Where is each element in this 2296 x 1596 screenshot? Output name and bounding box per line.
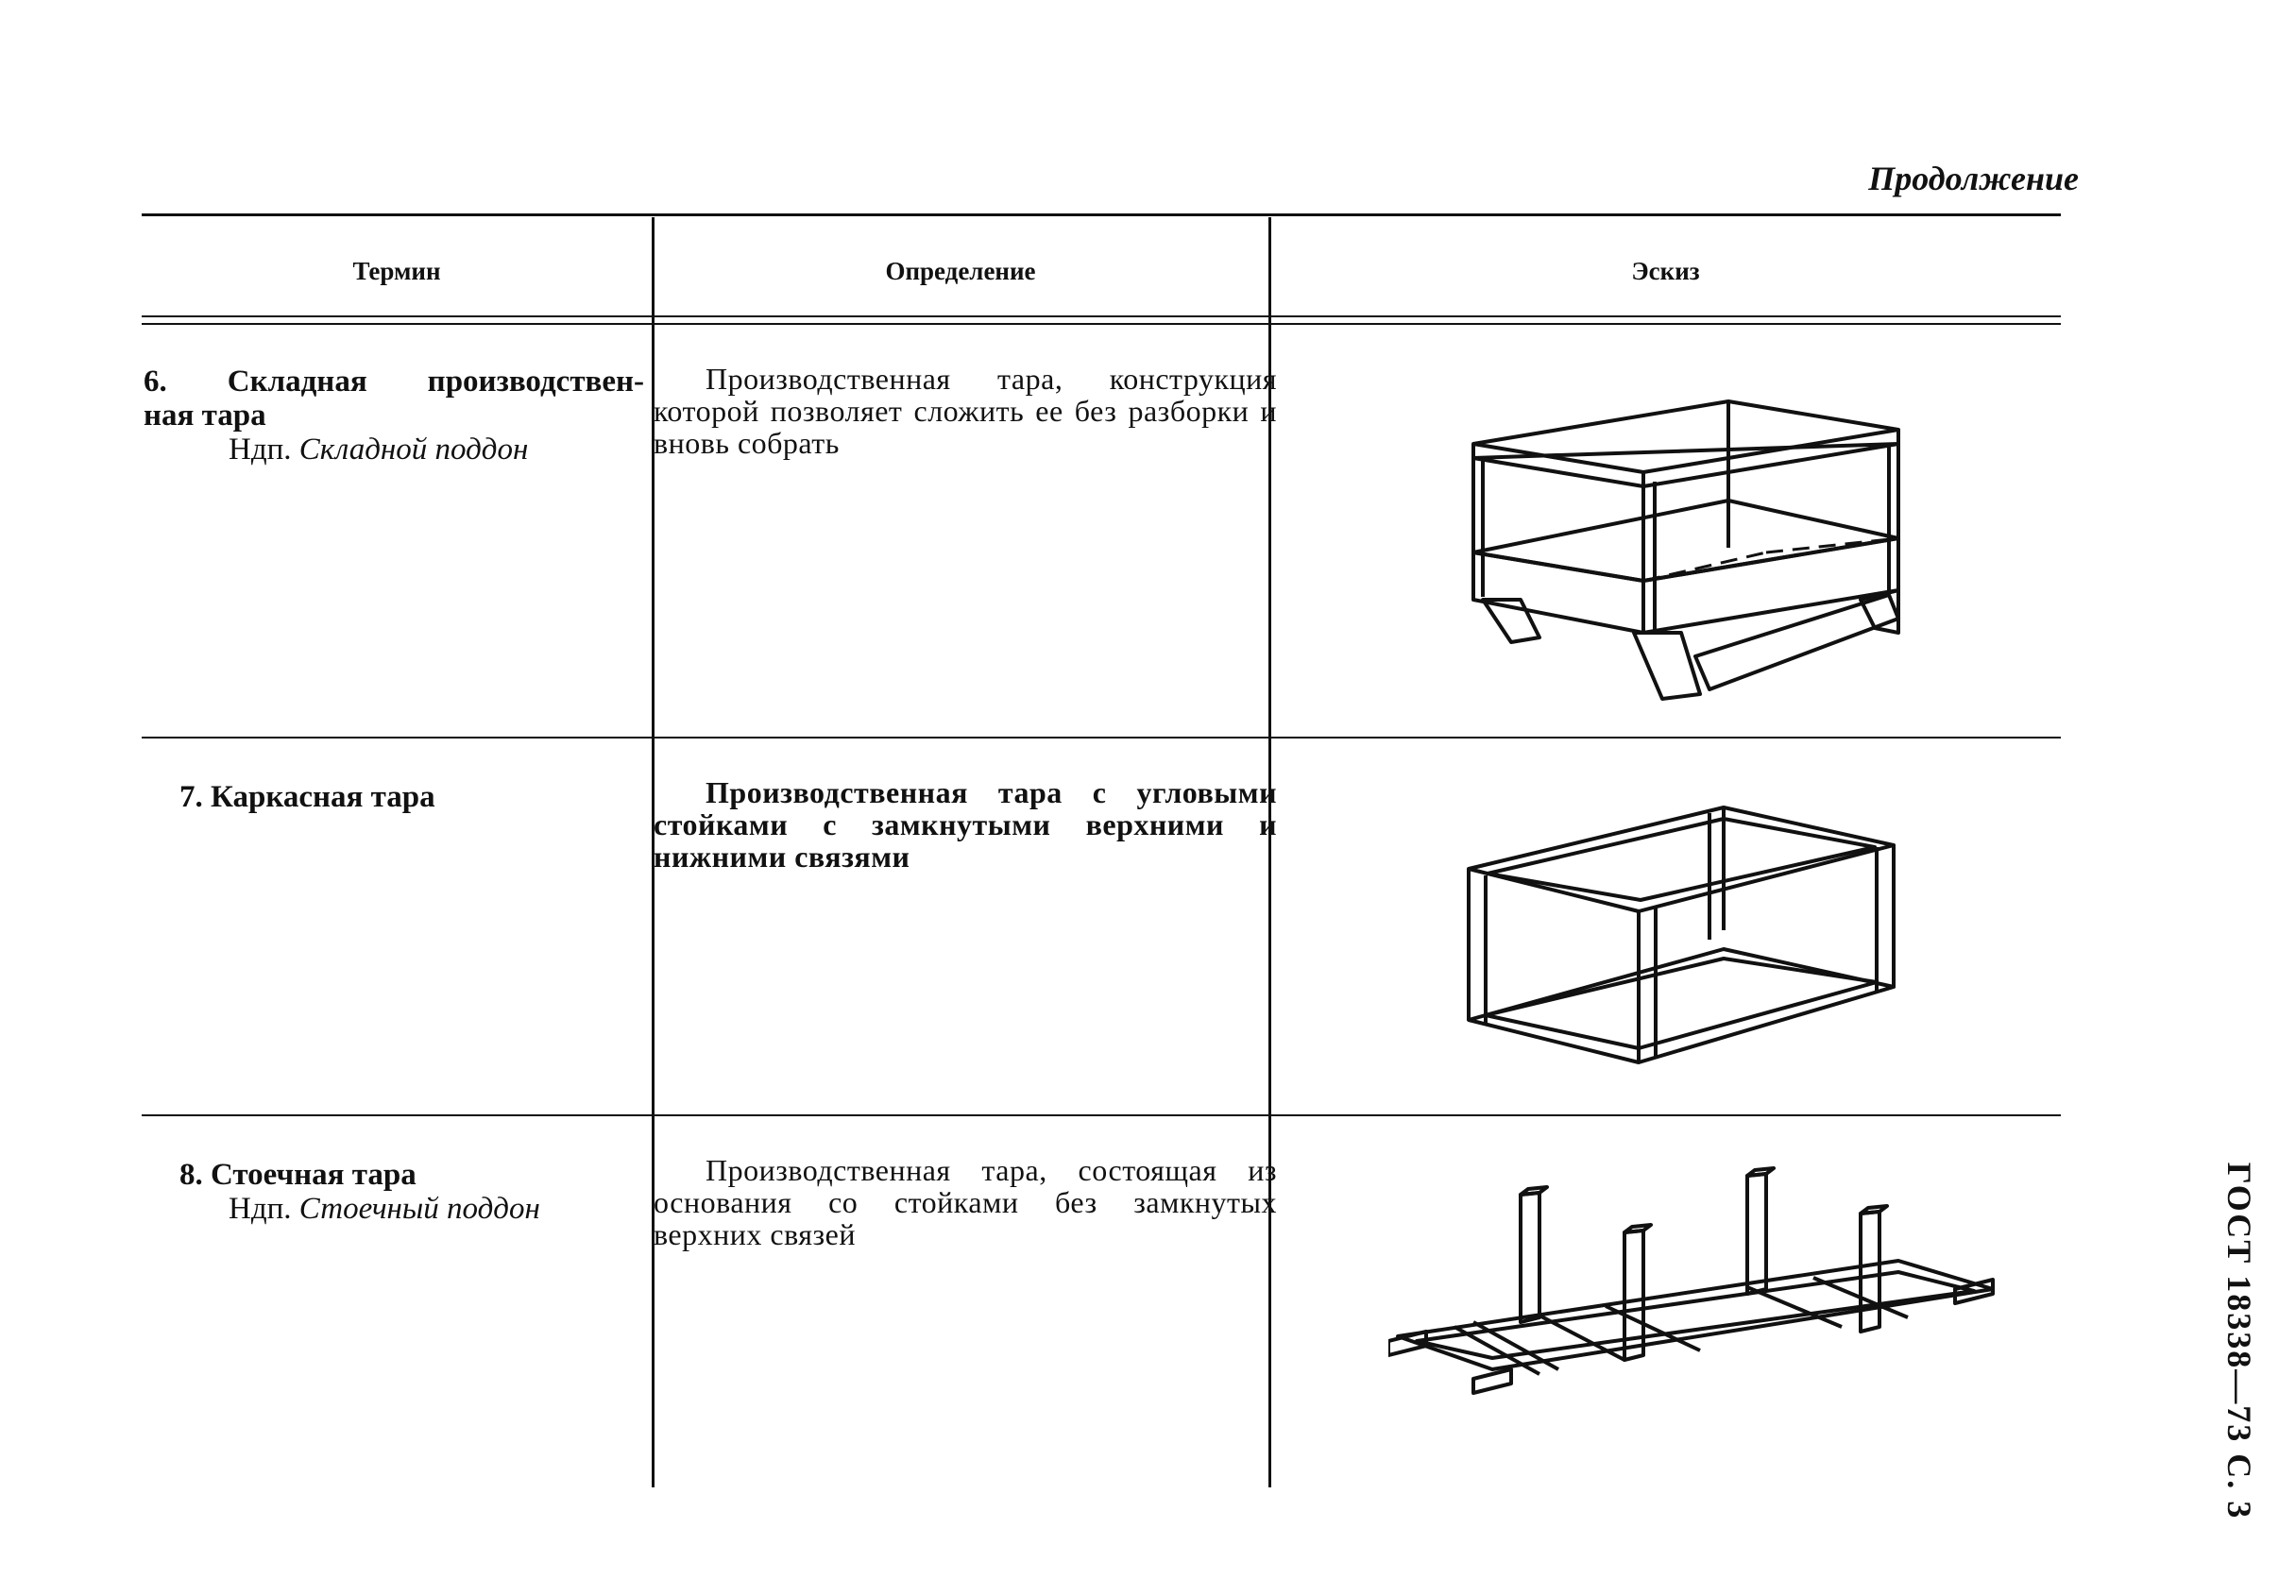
header-sketch: Эскиз [1631,257,1700,285]
definition-text: Производственная тара с угловыми стойкам… [654,775,1277,874]
term-row-6: 6. Складная производствен- ная тара Ндп.… [144,365,644,467]
header-term: Термин [352,257,441,285]
continuation-label: Продолжение [1868,160,2079,197]
term-title-line2: ная тара [144,399,266,433]
definition-text: Производственная тара, состоящая из осно… [654,1153,1277,1251]
post-pallet-sketch [1388,1166,2002,1412]
header-definition: Определение [885,257,1036,285]
term-row-7: 7. Каркасная тара [144,780,644,814]
definition-row-6: Производственная тара, конструкция котор… [654,363,1277,459]
definition-row-7: Производственная тара с угловыми стойкам… [654,776,1277,873]
term-title-line1: 7. Каркасная тара [179,780,435,814]
ndp-prefix: Ндп. [229,1192,292,1226]
ndp-value: Стоечный поддон [298,1192,540,1226]
term-ndp: Ндп. Складной поддон [144,433,644,467]
side-page-label: ГОСТ 18338—73 С. 3 [2211,1143,2268,1539]
header-bottom-rule-1 [142,315,2061,317]
term-ndp: Ндп. Стоечный поддон [144,1192,644,1226]
term-title-line1: 6. Складная производствен- [144,365,644,399]
column-divider-1 [652,217,655,1487]
column-divider-2 [1268,217,1271,1487]
definition-text: Производственная тара, конструкция котор… [654,362,1277,460]
folding-container-sketch [1454,387,1917,708]
term-title-line1: 8. Стоечная тара [179,1158,417,1192]
definition-row-8: Производственная тара, состоящая из осно… [654,1154,1277,1250]
ndp-prefix: Ндп. [229,433,292,467]
row-separator-1 [142,737,2061,739]
side-label-text: ГОСТ 18338—73 С. 3 [2220,1162,2258,1520]
row-separator-2 [142,1114,2061,1116]
term-row-8: 8. Стоечная тара Ндп. Стоечный поддон [144,1158,644,1226]
ndp-value: Складной поддон [298,433,529,467]
frame-container-sketch [1450,789,1913,1072]
table-top-rule [142,213,2061,216]
header-bottom-rule-2 [142,323,2061,325]
